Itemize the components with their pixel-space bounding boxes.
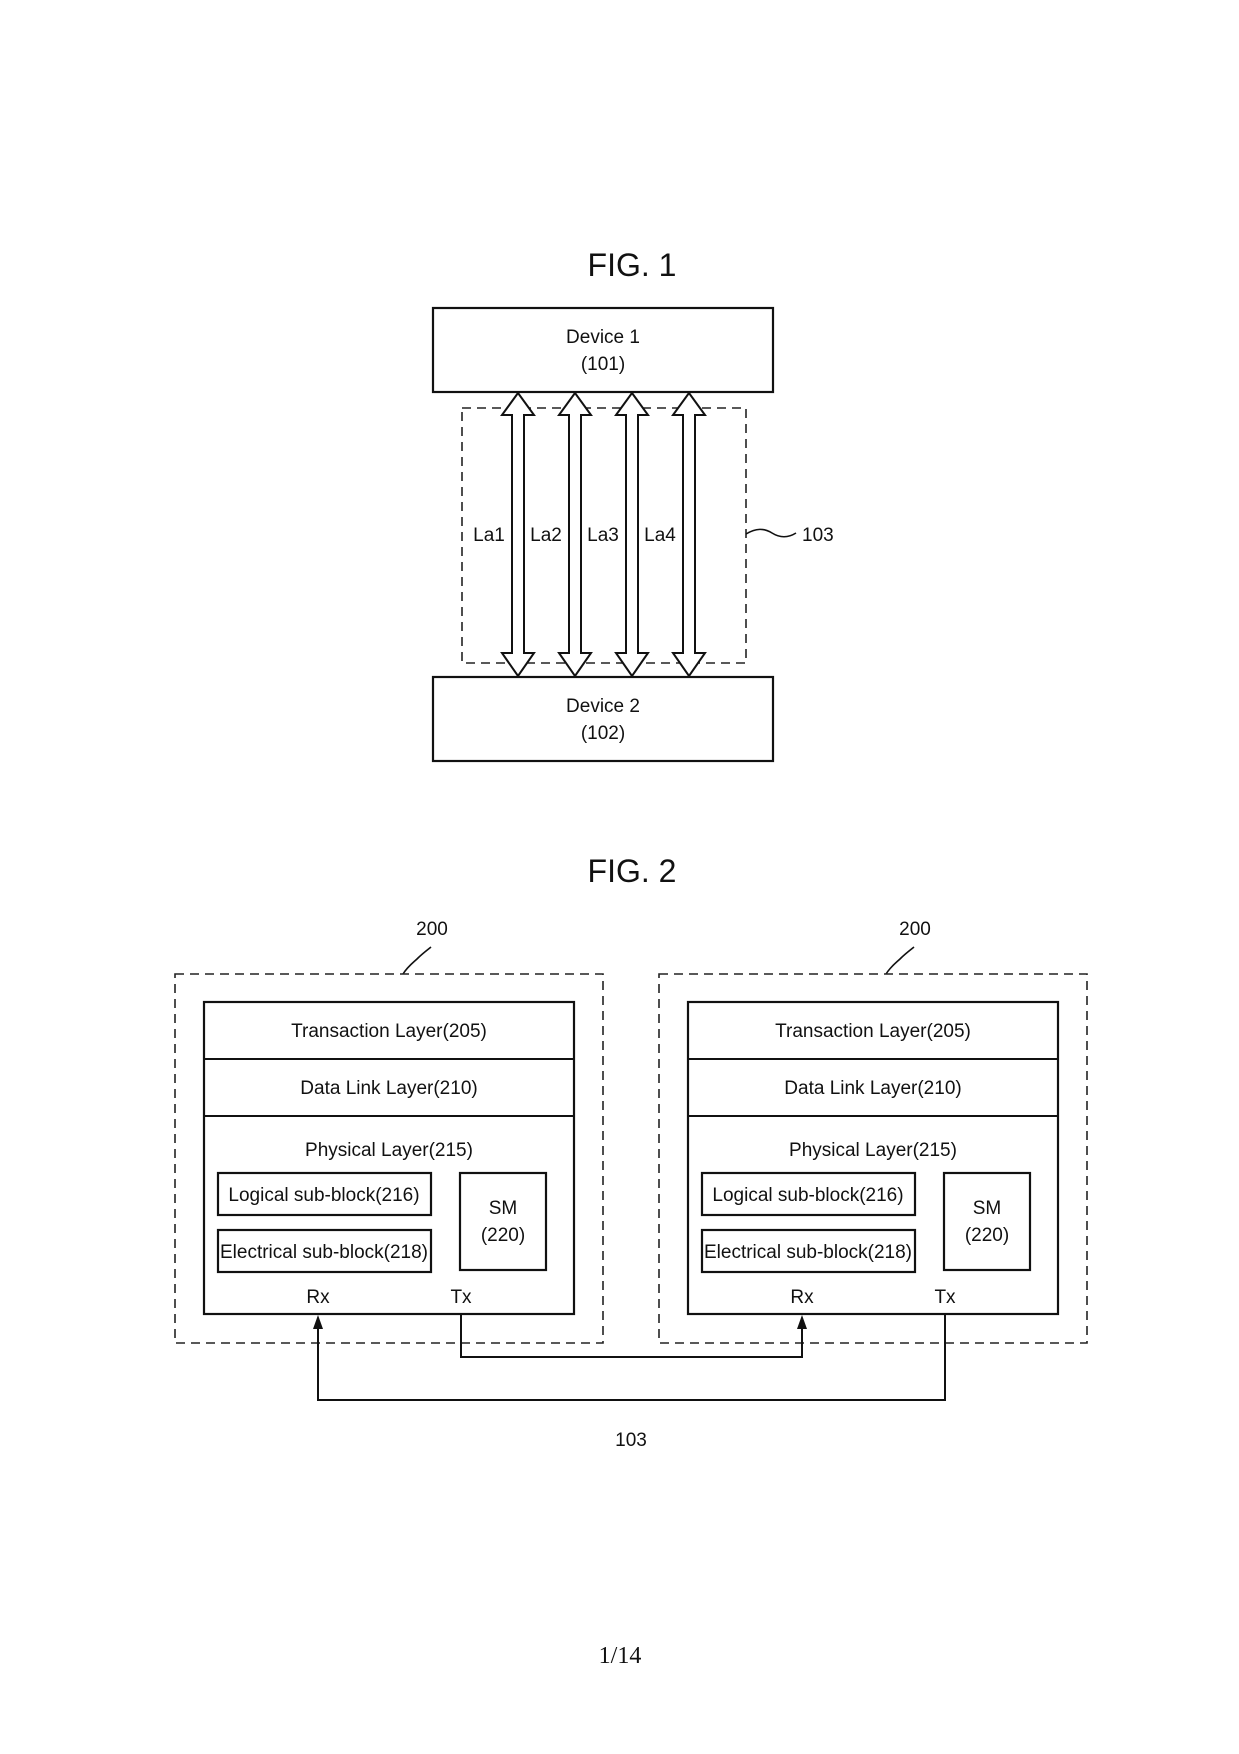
left-data-link-layer: Data Link Layer(210) <box>300 1078 477 1099</box>
device1-block: Device 1 (101) <box>431 306 775 394</box>
device2-ref: (102) <box>581 723 625 744</box>
right-sm-ref: (220) <box>965 1225 1009 1246</box>
fig2-title: FIG. 2 <box>588 853 677 889</box>
left-stack-boundary <box>174 973 604 1344</box>
right-tx-label: Tx <box>934 1287 956 1308</box>
right-sm-name: SM <box>973 1198 1002 1219</box>
right-sm-block <box>942 1171 1032 1272</box>
left-transaction-layer: Transaction Layer(205) <box>291 1021 487 1042</box>
link-wires <box>313 1314 946 1401</box>
right-protocol-stack: 200 Transaction Layer(205) Data Link Lay… <box>658 919 1088 1344</box>
lane-arrow-4 <box>671 391 707 678</box>
fig2: FIG. 2 200 Transaction Layer(205) Data L… <box>174 853 1088 1451</box>
wire-left-tx-to-right-rx <box>460 1314 803 1358</box>
right-electrical-label: Electrical sub-block(218) <box>704 1242 912 1263</box>
wire-right-tx-to-left-rx <box>317 1314 946 1401</box>
lanes: La1 La2 La3 La4 <box>473 391 707 678</box>
right-rx-label: Rx <box>790 1287 814 1308</box>
right-stack-ref-leader <box>885 946 915 975</box>
page-number: 1/14 <box>599 1643 642 1669</box>
lane-label-3: La3 <box>587 525 619 546</box>
right-transaction-layer: Transaction Layer(205) <box>775 1021 971 1042</box>
left-electrical-label: Electrical sub-block(218) <box>220 1242 428 1263</box>
ref-103-leader <box>745 528 797 538</box>
right-logical-subblock <box>700 1171 917 1217</box>
left-rx-label: Rx <box>306 1287 330 1308</box>
right-stack-boundary <box>658 973 1088 1344</box>
arrowhead-right-rx <box>797 1315 807 1329</box>
left-logical-label: Logical sub-block(216) <box>228 1185 419 1206</box>
fig1-link-ref: 103 <box>802 525 834 546</box>
left-sm-block <box>458 1171 548 1272</box>
lane-label-2: La2 <box>530 525 562 546</box>
fig2-link-ref: 103 <box>615 1430 647 1451</box>
right-data-link-layer: Data Link Layer(210) <box>784 1078 961 1099</box>
left-sm-ref: (220) <box>481 1225 525 1246</box>
device1-name: Device 1 <box>566 327 640 348</box>
fig1-title: FIG. 1 <box>588 247 677 283</box>
left-electrical-subblock <box>216 1228 433 1274</box>
left-physical-layer: Physical Layer(215) <box>305 1140 473 1161</box>
right-physical-layer: Physical Layer(215) <box>789 1140 957 1161</box>
link-region-103 <box>461 407 747 664</box>
device1-ref: (101) <box>581 354 625 375</box>
lane-label-4: La4 <box>644 525 676 546</box>
left-protocol-stack: 200 Transaction Layer(205) Data Link Lay… <box>174 919 604 1344</box>
device2-block: Device 2 (102) <box>431 675 775 763</box>
right-electrical-subblock <box>700 1228 917 1274</box>
left-sm-name: SM <box>489 1198 518 1219</box>
left-stack-ref: 200 <box>416 919 448 940</box>
lane-label-1: La1 <box>473 525 505 546</box>
left-logical-subblock <box>216 1171 433 1217</box>
left-stack-ref-leader <box>402 946 432 975</box>
device2-name: Device 2 <box>566 696 640 717</box>
fig1: FIG. 1 Device 1 (101) La1 La2 La3 La4 10… <box>431 247 834 763</box>
left-tx-label: Tx <box>450 1287 472 1308</box>
arrowhead-left-rx <box>313 1315 323 1329</box>
right-logical-label: Logical sub-block(216) <box>712 1185 903 1206</box>
right-stack-ref: 200 <box>899 919 931 940</box>
